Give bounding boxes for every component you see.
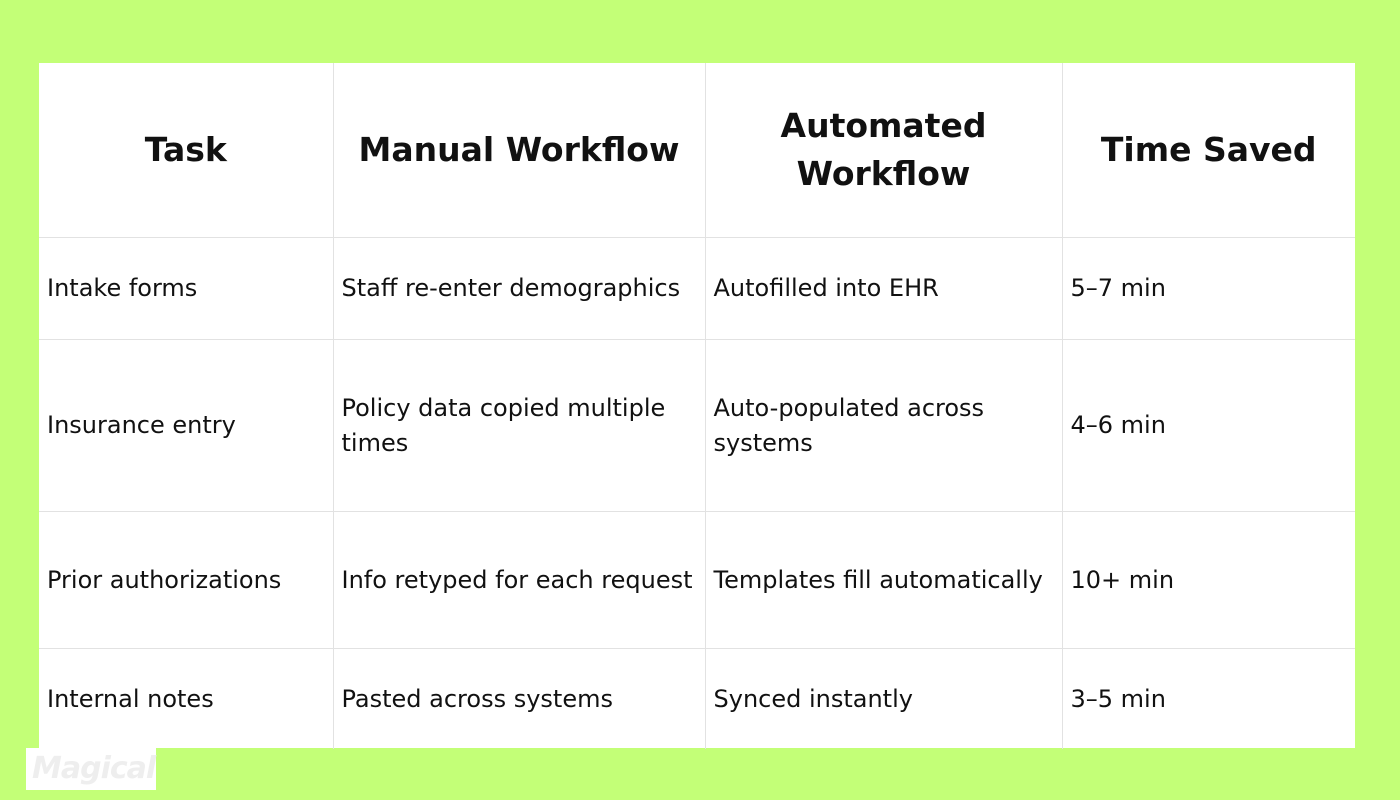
- cell-task: Prior authorizations: [39, 511, 334, 649]
- cell-task: Insurance entry: [39, 339, 334, 512]
- cell-time-saved: 3–5 min: [1061, 648, 1355, 749]
- table-row: Internal notes Pasted across systems Syn…: [39, 648, 1355, 749]
- cell-manual-workflow: Pasted across systems: [332, 648, 706, 749]
- header-task: Task: [39, 63, 334, 238]
- cell-time-saved: 4–6 min: [1061, 339, 1355, 512]
- header-automated-workflow: Automated Workflow: [704, 63, 1063, 238]
- comparison-table: Task Manual Workflow Automated Workflow …: [39, 63, 1355, 749]
- table-row: Prior authorizations Info retyped for ea…: [39, 511, 1355, 649]
- table-header-row: Task Manual Workflow Automated Workflow …: [39, 63, 1355, 238]
- table-row: Intake forms Staff re-enter demographics…: [39, 237, 1355, 340]
- logo-text: Magical: [32, 751, 156, 786]
- magical-logo: Magical: [26, 748, 156, 790]
- cell-time-saved: 5–7 min: [1061, 237, 1355, 340]
- cell-time-saved: 10+ min: [1061, 511, 1355, 649]
- cell-manual-workflow: Policy data copied multiple times: [332, 339, 706, 512]
- cell-automated-workflow: Auto-populated across systems: [704, 339, 1063, 512]
- header-manual-workflow: Manual Workflow: [332, 63, 706, 238]
- header-time-saved: Time Saved: [1061, 63, 1355, 238]
- cell-automated-workflow: Synced instantly: [704, 648, 1063, 749]
- comparison-table-container: Task Manual Workflow Automated Workflow …: [39, 63, 1355, 749]
- cell-automated-workflow: Autofilled into EHR: [704, 237, 1063, 340]
- cell-task: Internal notes: [39, 648, 334, 749]
- table-row: Insurance entry Policy data copied multi…: [39, 339, 1355, 512]
- cell-manual-workflow: Staff re-enter demographics: [332, 237, 706, 340]
- cell-manual-workflow: Info retyped for each request: [332, 511, 706, 649]
- cell-automated-workflow: Templates fill automatically: [704, 511, 1063, 649]
- cell-task: Intake forms: [39, 237, 334, 340]
